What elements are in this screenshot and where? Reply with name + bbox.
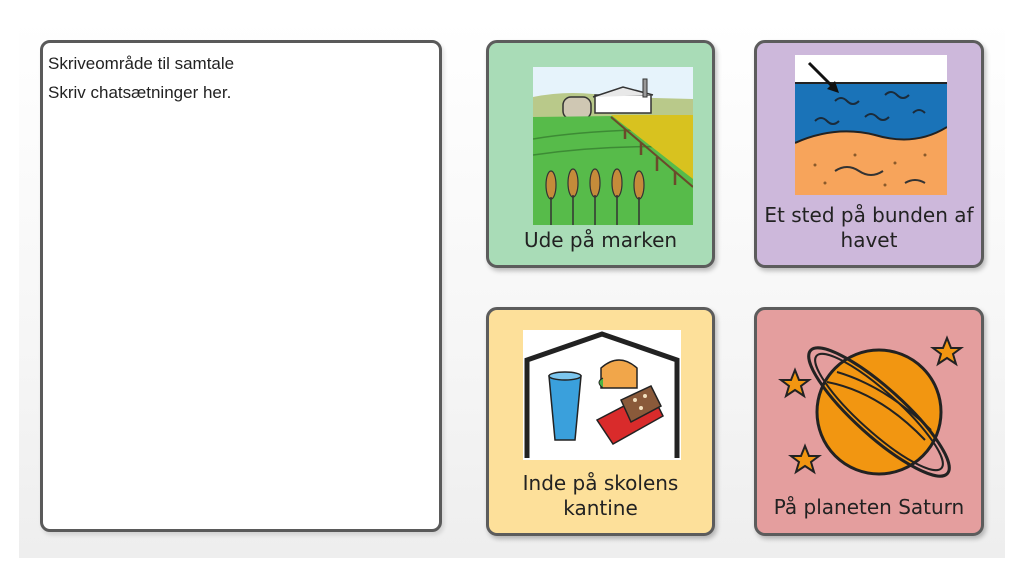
school-canteen-icon bbox=[523, 330, 681, 460]
card-label: Ude på marken bbox=[523, 228, 678, 252]
card-label-line: Inde på skolens kantine bbox=[489, 471, 712, 521]
chat-area-placeholder: Skriv chatsætninger her. bbox=[48, 83, 232, 102]
chat-area-title: Skriveområde til samtale bbox=[48, 54, 235, 73]
field-farm-icon bbox=[533, 67, 693, 225]
chat-writing-area[interactable]: Skriveområde til samtale Skriv chatsætni… bbox=[40, 40, 442, 532]
card-seabed[interactable]: Et sted på bunden af havet bbox=[754, 40, 984, 268]
seabed-icon bbox=[795, 55, 947, 195]
card-field[interactable]: Ude på marken bbox=[486, 40, 715, 268]
card-canteen[interactable]: Inde på skolens kantine bbox=[486, 307, 715, 536]
saturn-planet-icon bbox=[778, 335, 964, 478]
card-label: På planeten Saturn bbox=[773, 495, 965, 519]
card-label: Inde på skolens kantine bbox=[522, 471, 679, 520]
card-saturn[interactable]: På planeten Saturn bbox=[754, 307, 984, 536]
card-label: Et sted på bunden af havet bbox=[764, 203, 974, 252]
